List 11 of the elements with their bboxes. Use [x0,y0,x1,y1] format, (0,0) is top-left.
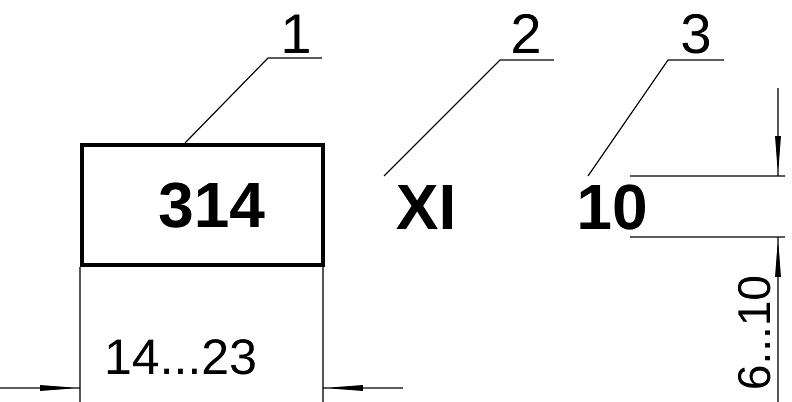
callout-number: 1 [272,8,320,60]
marking-box: 314 [80,143,325,267]
leader-line [587,59,724,176]
marking-text: XI [368,174,484,240]
leader-line [384,59,554,176]
leader-line [184,57,322,144]
callout-number: 3 [670,8,722,60]
dimension-value: 14...23 [104,332,257,382]
marking-text: 10 [562,174,662,240]
dimension-value: 6...10 [731,275,777,390]
callout-number: 2 [500,8,552,60]
